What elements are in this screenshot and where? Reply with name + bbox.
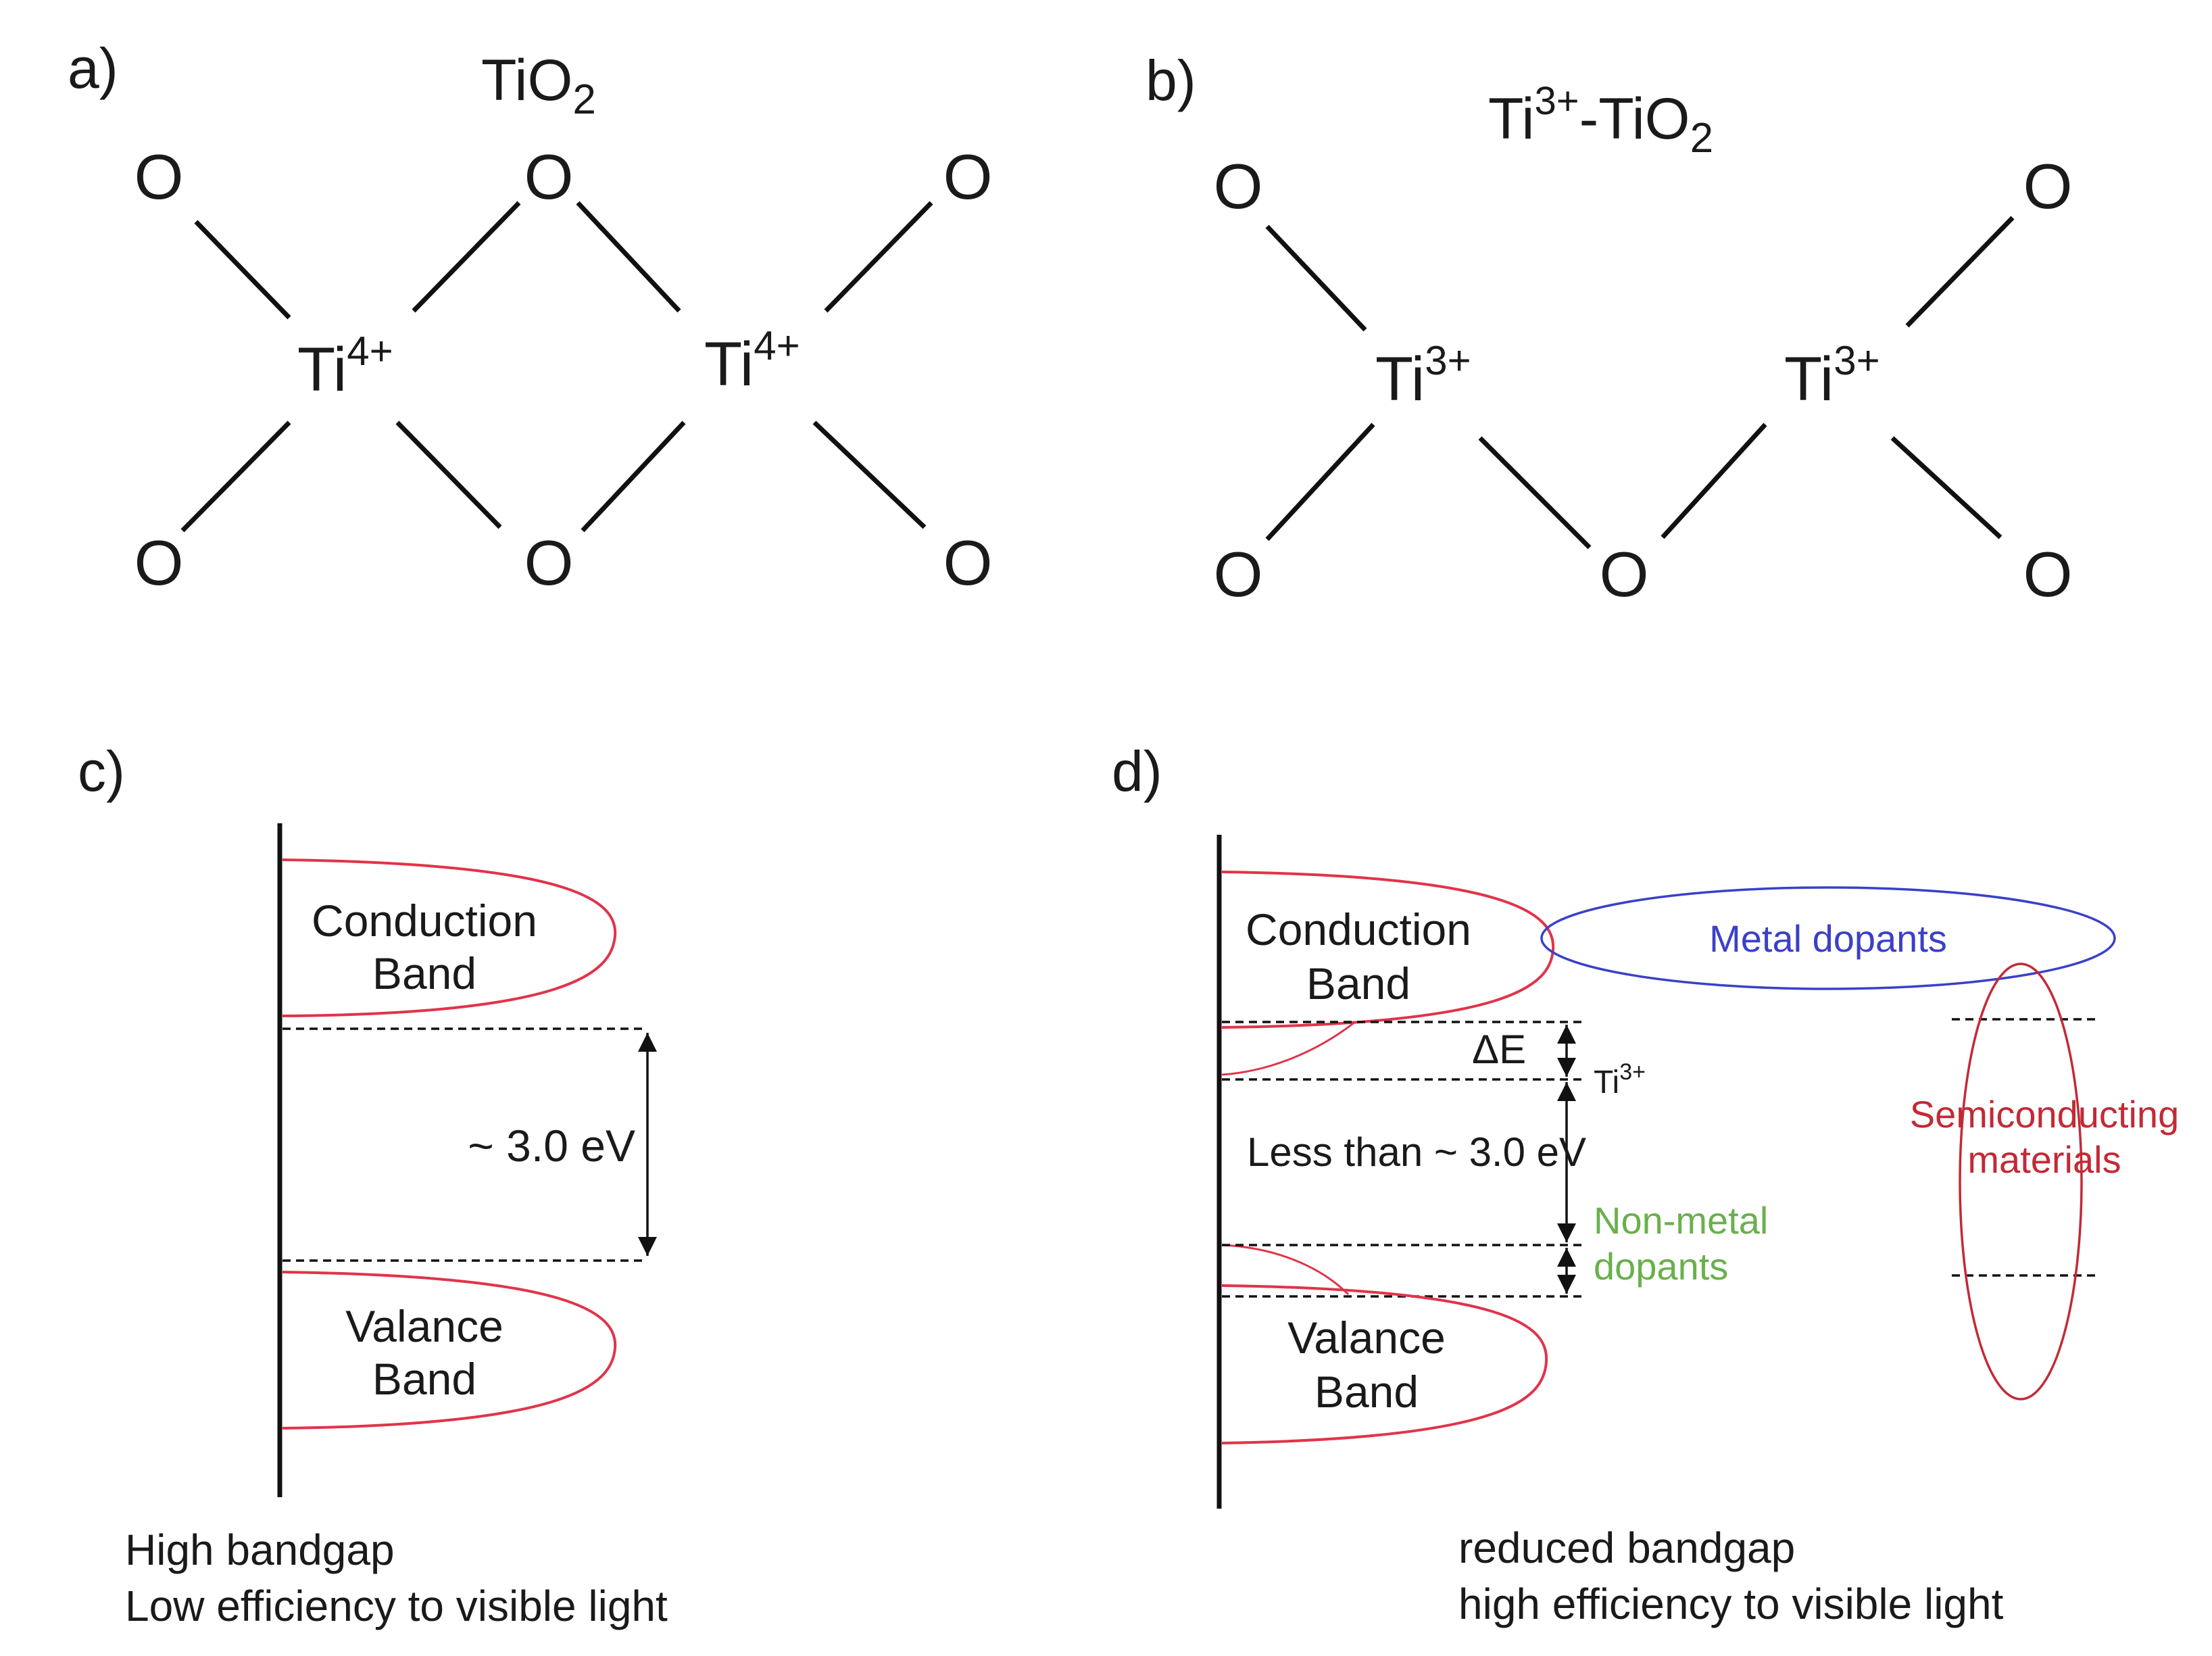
bond [1905, 216, 2015, 328]
ti3-level-label: Ti3+ [1594, 1059, 1646, 1100]
bond [824, 201, 933, 313]
bond [180, 420, 291, 533]
valence-band-label: Band [1314, 1367, 1419, 1417]
non-metal-dopants-label: dopants [1594, 1245, 1728, 1288]
oxygen-atom: O [943, 527, 992, 598]
valence-band-tail [1221, 1244, 1350, 1296]
panel-b-title: Ti3+-TiO2 [1488, 79, 1713, 162]
bond [1265, 224, 1367, 332]
panel-b-label: b) [1146, 49, 1196, 112]
conduction-band-label: Conduction [1246, 904, 1471, 954]
valence-band-curve [282, 1271, 617, 1430]
panel-a: a) TiO2 Ti4+ Ti4+ O O O O O O [68, 36, 993, 598]
semiconducting-materials-label: materials [1967, 1138, 2121, 1181]
bond [812, 420, 927, 529]
semiconducting-materials-ellipse [1959, 963, 2083, 1401]
panel-c: c) Conduction Band ~ 3.0 eV Valance Band… [78, 739, 668, 1630]
caption-line: reduced bandgap [1458, 1524, 1795, 1572]
valence-band-label: Band [372, 1354, 476, 1404]
panel-d-label: d) [1112, 739, 1162, 803]
oxygen-atom: O [134, 527, 183, 598]
conduction-band-tail [1221, 1021, 1356, 1076]
conduction-band-curve [282, 858, 617, 1017]
conduction-band-label: Conduction [312, 896, 537, 946]
oxygen-atom: O [1213, 539, 1262, 610]
panel-c-label: c) [78, 739, 125, 803]
bond [1890, 436, 2002, 539]
panel-a-label: a) [68, 36, 118, 100]
non-metal-dopants-label: Non-metal [1594, 1199, 1768, 1242]
metal-dopants-ellipse [1540, 886, 2116, 990]
bond [194, 220, 291, 320]
oxygen-atom: O [2023, 151, 2072, 222]
bond [1478, 436, 1592, 550]
bond [412, 201, 521, 313]
bond [576, 201, 681, 313]
panel-d: d) Conduction Band ΔE Ti3+ Less than ~ 3… [1112, 739, 2179, 1628]
panel-a-title: TiO2 [481, 48, 596, 123]
metal-dopants-label: Metal dopants [1709, 917, 1947, 960]
bandgap-value-label: ~ 3.0 eV [468, 1121, 635, 1171]
conduction-band-curve [1221, 871, 1555, 1029]
delta-e-label: ΔE [1472, 1027, 1526, 1072]
bond [395, 420, 502, 529]
oxygen-atom: O [1213, 151, 1262, 222]
valence-band-curve [1221, 1284, 1548, 1444]
conduction-band-label: Band [1306, 958, 1410, 1008]
oxygen-atom: O [943, 141, 992, 212]
semiconducting-materials-label: Semiconducting [1910, 1093, 2179, 1136]
bond [1265, 422, 1375, 541]
caption-line: High bandgap [125, 1526, 395, 1574]
bond [581, 420, 686, 533]
valence-band-label: Valance [345, 1301, 503, 1351]
ti-atom-a1: Ti4+ [297, 328, 393, 404]
oxygen-atom: O [2023, 539, 2072, 610]
ti-atom-b1: Ti3+ [1375, 338, 1471, 414]
panel-b: b) Ti3+-TiO2 Ti3+ Ti3+ O O O O O [1146, 49, 2073, 610]
conduction-band-label: Band [372, 948, 476, 998]
caption-line: high efficiency to visible light [1458, 1580, 2004, 1628]
oxygen-atom: O [134, 141, 183, 212]
oxygen-atom: O [524, 527, 573, 598]
ti-atom-b2: Ti3+ [1784, 338, 1880, 414]
valence-band-label: Valance [1287, 1313, 1446, 1363]
bond [1661, 422, 1767, 539]
oxygen-atom: O [1599, 539, 1648, 610]
oxygen-atom: O [524, 141, 573, 212]
reduced-gap-label: Less than ~ 3.0 eV [1247, 1129, 1586, 1175]
ti-atom-a2: Ti4+ [704, 323, 800, 399]
caption-line: Low efficiency to visible light [125, 1582, 668, 1630]
